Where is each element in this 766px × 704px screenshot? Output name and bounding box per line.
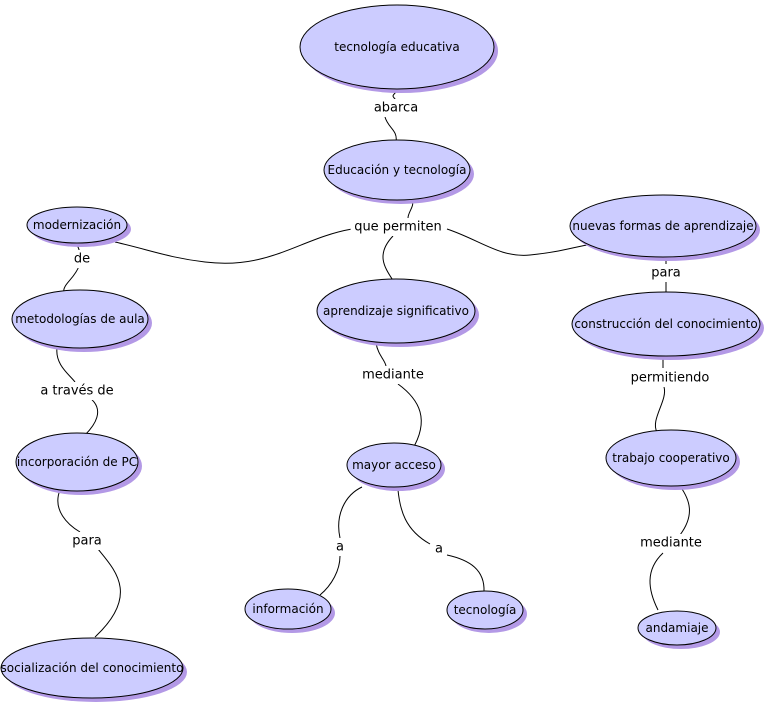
link-para-2: para: [651, 266, 681, 281]
edge-a2-tec: [446, 554, 485, 593]
link-de-bg: [71, 250, 93, 268]
link-mediante-2: mediante: [640, 536, 702, 551]
node-construccion-del-conocimiento[interactable]: construcción del conocimiento: [571, 291, 764, 360]
node-tecnologia[interactable]: tecnología: [446, 590, 527, 633]
node-incorporacion-de-pc-label: incorporación de PC: [17, 455, 137, 469]
node-metodologias-de-aula-label: metodologías de aula: [15, 312, 145, 326]
link-permitiendo: permitiendo: [631, 371, 710, 386]
node-modernizacion-shape: [26, 206, 128, 244]
node-mayor-acceso-shape: [346, 442, 442, 488]
link-a-2: a: [435, 542, 443, 557]
edge-permiten-nuevas: [446, 228, 593, 256]
node-construccion-del-conocimiento-shape: [571, 291, 761, 357]
node-andamiaje[interactable]: andamiaje: [637, 610, 720, 649]
link-a-traves-de-bg: [33, 382, 121, 400]
node-informacion-shape: [244, 588, 332, 630]
edge-pc-para: [57, 489, 81, 533]
node-aprendizaje-significativo[interactable]: aprendizaje significativo: [316, 278, 479, 347]
node-mayor-acceso-label: mayor acceso: [352, 458, 436, 472]
link-que-permiten: que permiten: [354, 220, 442, 235]
edge-mediante-mayor: [397, 383, 422, 451]
edge-a1-info: [319, 555, 341, 596]
node-informacion[interactable]: información: [244, 588, 335, 633]
edge-para-soc: [94, 548, 121, 638]
node-construccion-del-conocimiento-label: construcción del conocimiento: [574, 317, 757, 331]
node-tecnologia-educativa[interactable]: tecnología educativa: [299, 4, 498, 93]
node-tecnologia-shape: [446, 590, 524, 630]
node-mayor-acceso[interactable]: mayor acceso: [346, 442, 445, 491]
link-mediante-1: mediante: [362, 368, 424, 383]
node-metodologias-de-aula-shape: [11, 289, 149, 349]
edge-permitiendo-coop: [654, 386, 666, 433]
node-nuevas-formas-de-aprendizaje-shape: [569, 194, 757, 258]
node-socializacion-del-conocimiento-shape: [0, 637, 184, 699]
link-a-1-bg: [333, 538, 347, 556]
link-a-2-bg: [432, 540, 446, 558]
link-abarca-bg: [370, 99, 422, 117]
edge-coop-mediante: [679, 485, 690, 536]
node-trabajo-cooperativo-shape: [605, 429, 737, 487]
node-tecnologia-label: tecnología: [454, 603, 517, 617]
link-que-permiten-bg: [350, 218, 446, 236]
edge-apr-mediante: [375, 342, 387, 367]
node-andamiaje-label: andamiaje: [645, 621, 708, 635]
node-metodologias-de-aula[interactable]: metodologías de aula: [11, 289, 152, 352]
link-a-traves-de: a través de: [40, 384, 113, 399]
node-aprendizaje-significativo-label: aprendizaje significativo: [323, 304, 469, 318]
edge-mediante-anda: [649, 552, 664, 611]
link-permitiendo-bg: [626, 369, 714, 387]
edge-de-met: [63, 265, 80, 293]
link-para-1-bg: [69, 532, 105, 550]
edge-mayor-a2: [397, 489, 431, 545]
link-para-1: para: [72, 534, 102, 549]
link-a-1: a: [336, 540, 344, 555]
node-educacion-y-tecnologia-shape: [323, 139, 471, 201]
node-nuevas-formas-de-aprendizaje-label: nuevas formas de aprendizaje: [572, 219, 753, 233]
connector-lines: [56, 91, 690, 638]
edge-met-traves: [56, 347, 76, 383]
node-modernizacion-label: modernización: [33, 218, 121, 232]
node-tecnologia-educativa-label: tecnología educativa: [334, 40, 459, 54]
link-mediante-2-bg: [638, 534, 704, 552]
edge-mayor-a1: [338, 486, 363, 539]
node-educacion-y-tecnologia-label: Educación y tecnología: [328, 163, 467, 177]
node-trabajo-cooperativo[interactable]: trabajo cooperativo: [605, 429, 740, 490]
link-para-2-bg: [648, 264, 684, 282]
node-modernizacion[interactable]: modernización: [26, 206, 131, 247]
node-nuevas-formas-de-aprendizaje[interactable]: nuevas formas de aprendizaje: [569, 194, 760, 261]
node-tecnologia-educativa-shape: [299, 4, 495, 90]
node-socializacion-del-conocimiento[interactable]: socialización del conocimiento: [0, 637, 187, 702]
edge-abarca-edu: [384, 116, 397, 143]
edge-traves-pc: [84, 397, 99, 436]
edge-root-abarca: [392, 91, 397, 101]
node-informacion-label: información: [252, 602, 323, 616]
node-educacion-y-tecnologia[interactable]: Educación y tecnología: [323, 139, 474, 204]
node-incorporacion-de-pc-shape: [15, 432, 139, 492]
link-de: de: [74, 252, 90, 267]
node-socializacion-del-conocimiento-label: socialización del conocimiento: [1, 661, 184, 675]
edge-permiten-mod: [114, 228, 353, 264]
link-labels: abarca que permiten de a través de para media…: [33, 99, 714, 558]
link-abarca: abarca: [374, 101, 418, 116]
node-trabajo-cooperativo-label: trabajo cooperativo: [612, 451, 730, 465]
node-aprendizaje-significativo-shape: [316, 278, 476, 344]
link-mediante-1-bg: [360, 366, 426, 384]
edge-permiten-apr: [382, 235, 395, 283]
node-andamiaje-shape: [637, 610, 717, 646]
node-incorporacion-de-pc[interactable]: incorporación de PC: [15, 432, 142, 495]
